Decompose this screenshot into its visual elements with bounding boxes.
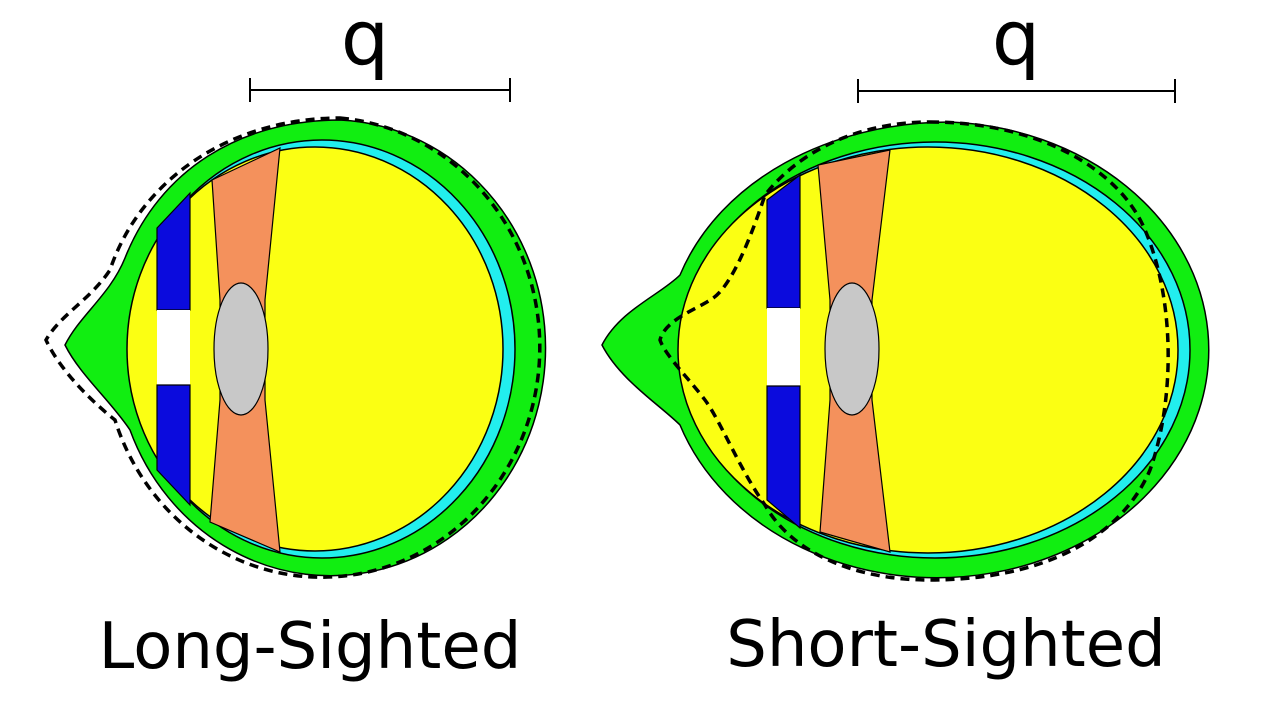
iris-lower [156,384,191,507]
pupil [767,308,800,386]
dimension-bar [857,79,1176,103]
dimension-bar [249,78,511,102]
dimension-label: q [341,0,389,82]
iris-lower [766,385,801,530]
short-sighted-eye: q Short-Sighted [601,0,1210,682]
normal-eye-outline [44,116,542,579]
long-sighted-eye: q Long-Sighted [44,0,547,684]
normal-eye-outline [658,120,1170,582]
caption-short-sighted: Short-Sighted [726,608,1166,682]
pupil [157,310,190,385]
lens [213,282,269,416]
caption-long-sighted: Long-Sighted [99,610,522,684]
vitreous [677,146,1179,554]
lens [824,282,880,416]
dimension-label: q [992,0,1040,82]
